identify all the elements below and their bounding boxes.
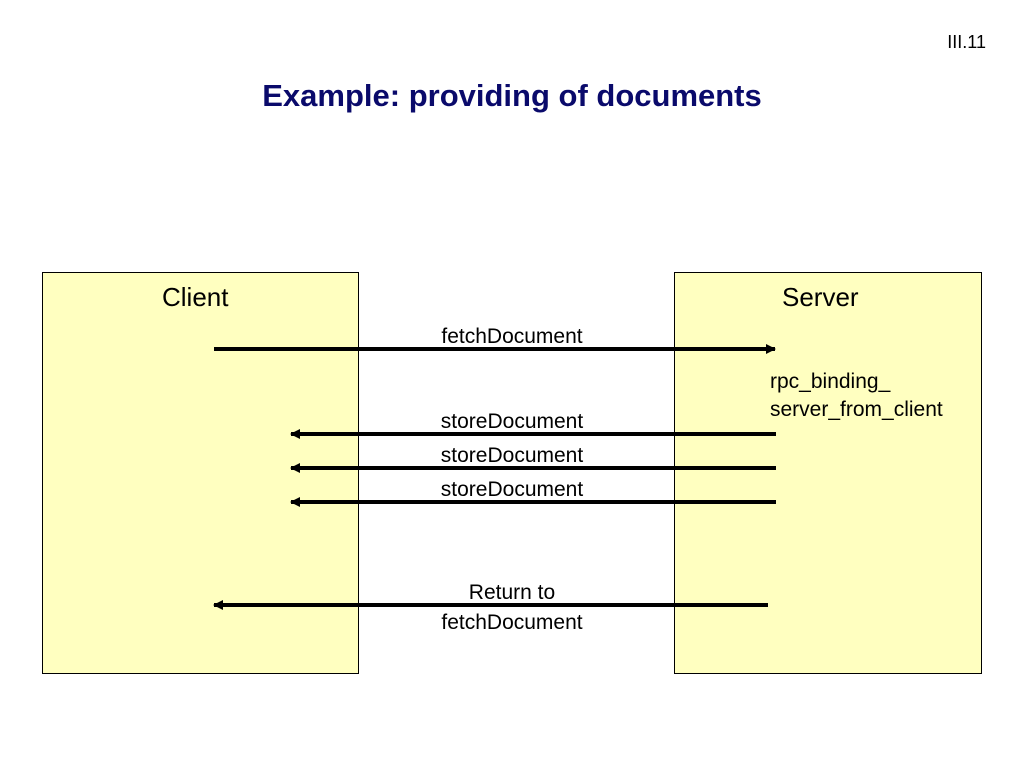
message-label-return-line2: fetchDocument xyxy=(441,611,583,634)
message-label-return: Return to fetchDocument xyxy=(392,578,632,638)
message-label-store-1: storeDocument xyxy=(440,410,584,433)
server-label: Server xyxy=(782,282,859,312)
message-label-store-2: storeDocument xyxy=(440,444,584,467)
message-label-return-line1: Return to xyxy=(468,581,556,604)
server-note-line1: rpc_binding_ xyxy=(770,370,891,393)
client-label: Client xyxy=(162,282,229,312)
server-note-line2: server_from_client xyxy=(770,398,943,421)
server-note: rpc_binding_ server_from_client xyxy=(770,368,943,424)
slide-title: Example: providing of documents xyxy=(262,78,762,113)
message-label-fetch: fetchDocument xyxy=(441,325,583,348)
slide-number: III.11 xyxy=(947,32,986,52)
message-label-store-3: storeDocument xyxy=(440,478,584,501)
